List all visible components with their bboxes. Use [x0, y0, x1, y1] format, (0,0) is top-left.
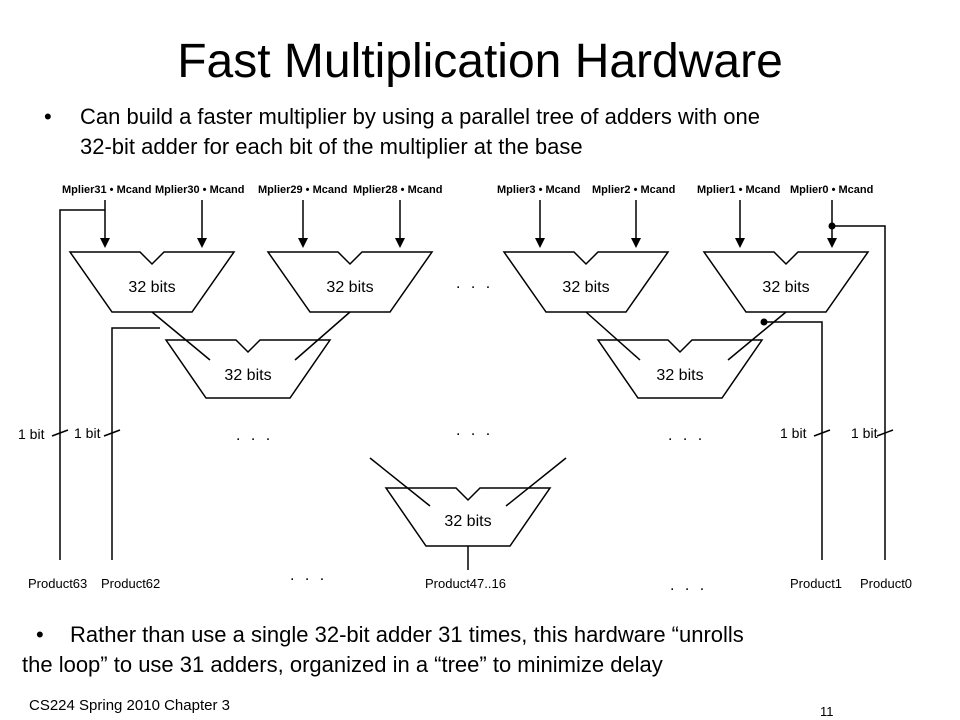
- input-label: Mplier30 • Mcand: [155, 184, 244, 196]
- bullet-2: • Rather than use a single 32-bit adder …: [22, 620, 942, 680]
- adder-shape: [68, 251, 236, 313]
- ellipsis: . . .: [668, 427, 705, 444]
- bullet-dot: •: [44, 104, 52, 129]
- adder-label: 32 bits: [656, 367, 703, 384]
- input-label: Mplier3 • Mcand: [497, 184, 580, 196]
- adder-shape: [384, 487, 552, 547]
- input-label: Mplier0 • Mcand: [790, 184, 873, 196]
- page-number: 11: [820, 704, 834, 719]
- output-label: Product47..16: [425, 576, 506, 591]
- bullet-1-line-1: Can build a faster multiplier by using a…: [80, 104, 760, 129]
- ellipsis: . . .: [670, 577, 707, 594]
- bullet-2-line-2: the loop” to use 31 adders, organized in…: [22, 652, 663, 677]
- output-label: Product62: [101, 576, 160, 591]
- adder-label: 32 bits: [562, 279, 609, 296]
- adder-shape: [596, 339, 764, 399]
- adder-shape: [266, 251, 434, 313]
- adder-label: 32 bits: [224, 367, 271, 384]
- bit-label: 1 bit: [851, 425, 878, 441]
- multiplier-tree-diagram: Mplier31 • Mcand Mplier30 • Mcand Mplier…: [18, 184, 912, 594]
- bullet-1: • Can build a faster multiplier by using…: [44, 102, 920, 162]
- ellipsis: . . .: [456, 275, 493, 292]
- output-label: Product1: [790, 576, 842, 591]
- adder-label: 32 bits: [762, 279, 809, 296]
- input-label: Mplier31 • Mcand: [62, 184, 151, 196]
- output-label: Product63: [28, 576, 87, 591]
- ellipsis: . . .: [290, 567, 327, 584]
- adder-shape: [164, 339, 332, 399]
- adder-label: 32 bits: [326, 279, 373, 296]
- adder-label: 32 bits: [128, 279, 175, 296]
- adder-shape: [502, 251, 670, 313]
- input-label: Mplier2 • Mcand: [592, 184, 675, 196]
- bit-label: 1 bit: [780, 425, 807, 441]
- ellipsis: . . .: [236, 427, 273, 444]
- bullet-1-line-2: 32-bit adder for each bit of the multipl…: [80, 134, 583, 159]
- adder-shape: [702, 251, 870, 313]
- input-label: Mplier28 • Mcand: [353, 184, 442, 196]
- output-label: Product0: [860, 576, 912, 591]
- bullet-dot: •: [36, 622, 44, 647]
- bit-label: 1 bit: [74, 425, 101, 441]
- bullet-2-line-1: Rather than use a single 32-bit adder 31…: [70, 622, 744, 647]
- adder-label: 32 bits: [444, 513, 491, 530]
- slide-title: Fast Multiplication Hardware: [177, 35, 783, 88]
- input-label: Mplier1 • Mcand: [697, 184, 780, 196]
- ellipsis: . . .: [456, 422, 493, 439]
- input-label: Mplier29 • Mcand: [258, 184, 347, 196]
- bit-label: 1 bit: [18, 426, 45, 442]
- footer-course: CS224 Spring 2010 Chapter 3: [29, 697, 230, 714]
